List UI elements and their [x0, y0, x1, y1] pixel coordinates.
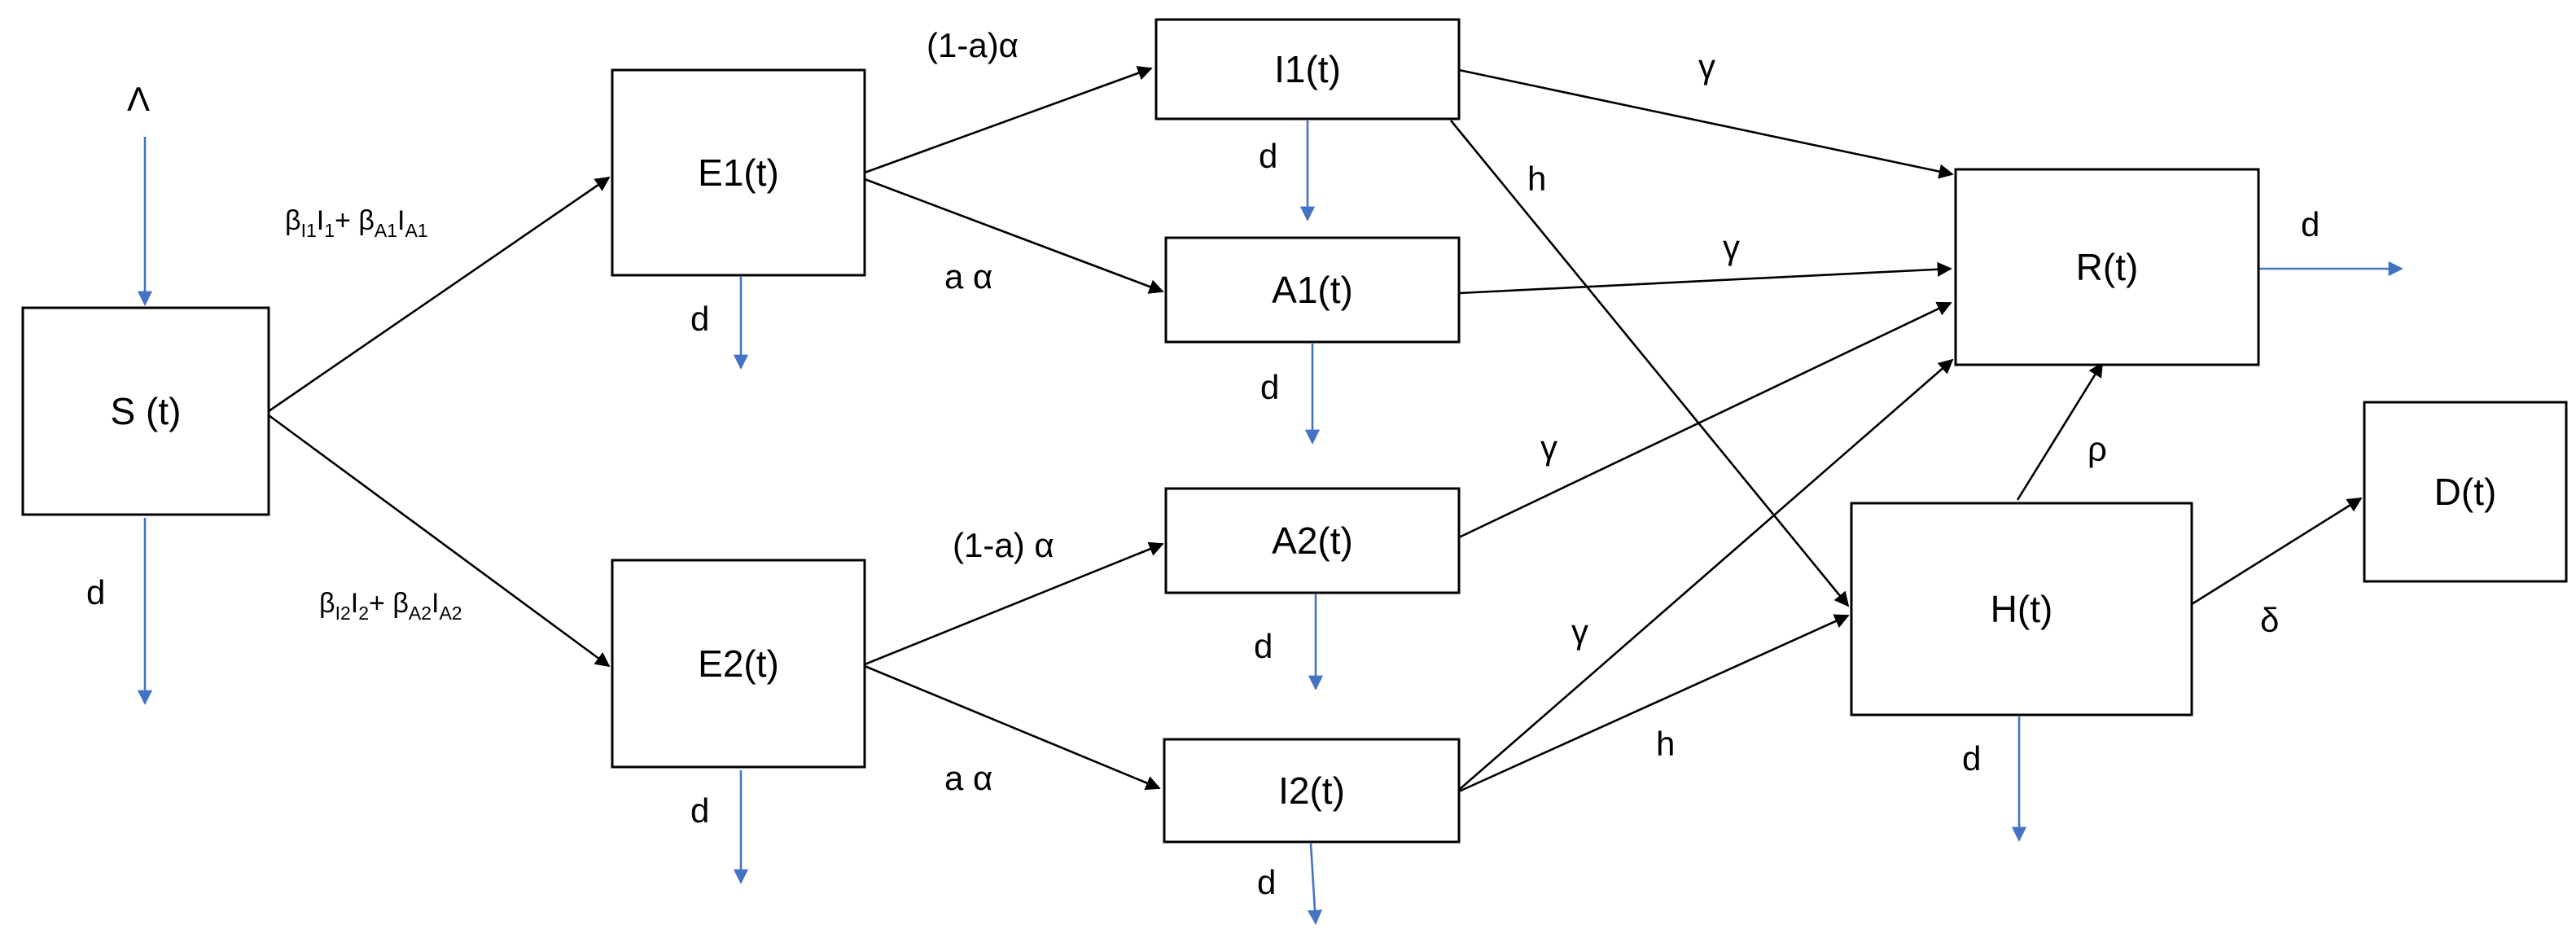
compartment-e2: E2(t)	[611, 559, 866, 769]
recovery-label-a2: γ	[1540, 428, 1557, 467]
death-label-e1: d	[690, 300, 709, 338]
compartment-h: H(t)	[1850, 502, 2193, 717]
compartment-s-label: S (t)	[111, 390, 182, 432]
flow-i2-to-h	[1458, 614, 1850, 793]
compartment-a2: A2(t)	[1164, 487, 1461, 594]
compartment-h-label: H(t)	[1991, 588, 2053, 630]
flow-s-to-e1	[268, 176, 611, 413]
compartment-i1: I1(t)	[1154, 18, 1461, 121]
force-of-infection-e2-label: βI2I2+ βA2IA2	[319, 588, 462, 624]
flow-s-to-e2	[268, 414, 611, 668]
rate-e1-to-i1-label: (1-a)α	[927, 26, 1019, 64]
compartment-i2: I2(t)	[1163, 738, 1461, 844]
flow-e2-to-i2	[864, 664, 1161, 791]
compartment-e2-label: E2(t)	[698, 642, 779, 685]
recovery-label-i2: γ	[1571, 612, 1588, 651]
death-label-i1: d	[1259, 137, 1277, 175]
death-label-a1: d	[1260, 368, 1279, 406]
rate-e1-to-a1-label: a α	[944, 257, 992, 296]
compartment-i1-label: I1(t)	[1274, 48, 1341, 90]
death-label-h: d	[1962, 739, 1981, 778]
recovery-label-a1: γ	[1723, 228, 1740, 266]
compartment-d-label: D(t)	[2434, 471, 2497, 513]
flow-e1-to-a1	[864, 178, 1164, 294]
compartment-a1: A1(t)	[1164, 236, 1461, 344]
flow-h-to-d	[2191, 497, 2363, 606]
hosp-death-label: δ	[2260, 601, 2279, 639]
hospitalization-label-i1: h	[1527, 160, 1546, 198]
death-label-a2: d	[1254, 627, 1273, 665]
compartment-i2-label: I2(t)	[1278, 769, 1345, 812]
rate-e2-to-i2-label: a α	[944, 759, 992, 797]
inflow-label: Λ	[127, 80, 150, 118]
flow-a2-to-r	[1458, 301, 1952, 539]
death-label-s: d	[86, 573, 105, 611]
flow-a1-to-r	[1458, 261, 1952, 295]
compartment-d: D(t)	[2363, 401, 2568, 583]
rate-e2-to-a2-label: (1-a) α	[953, 526, 1054, 564]
death-label-i2: d	[1257, 863, 1276, 901]
force-of-infection-e1-label: βI1I1+ βA1IA1	[285, 205, 428, 241]
flow-h-to-r	[2016, 362, 2104, 501]
compartment-a2-label: A2(t)	[1272, 519, 1353, 562]
compartment-s: S (t)	[21, 306, 270, 516]
hospitalization-label-i2: h	[1656, 725, 1675, 763]
death-label-e2: d	[690, 791, 709, 830]
compartment-a1-label: A1(t)	[1272, 269, 1353, 311]
compartment-r: R(t)	[1954, 168, 2260, 366]
flow-e1-to-i1	[864, 66, 1153, 174]
compartment-r-label: R(t)	[2076, 246, 2139, 288]
death-label-r: d	[2301, 205, 2320, 243]
flow-i1-to-r	[1458, 68, 1954, 179]
death-arrow-i2	[1307, 843, 1323, 925]
flow-i1-to-h	[1449, 120, 1850, 607]
flow-i2-to-r	[1458, 358, 1954, 791]
compartment-e1-label: E1(t)	[698, 151, 779, 194]
hosp-recovery-label: ρ	[2088, 430, 2107, 468]
flow-e2-to-a2	[864, 541, 1164, 666]
compartment-e1: E1(t)	[611, 68, 866, 277]
recovery-label-i1: γ	[1698, 47, 1715, 85]
